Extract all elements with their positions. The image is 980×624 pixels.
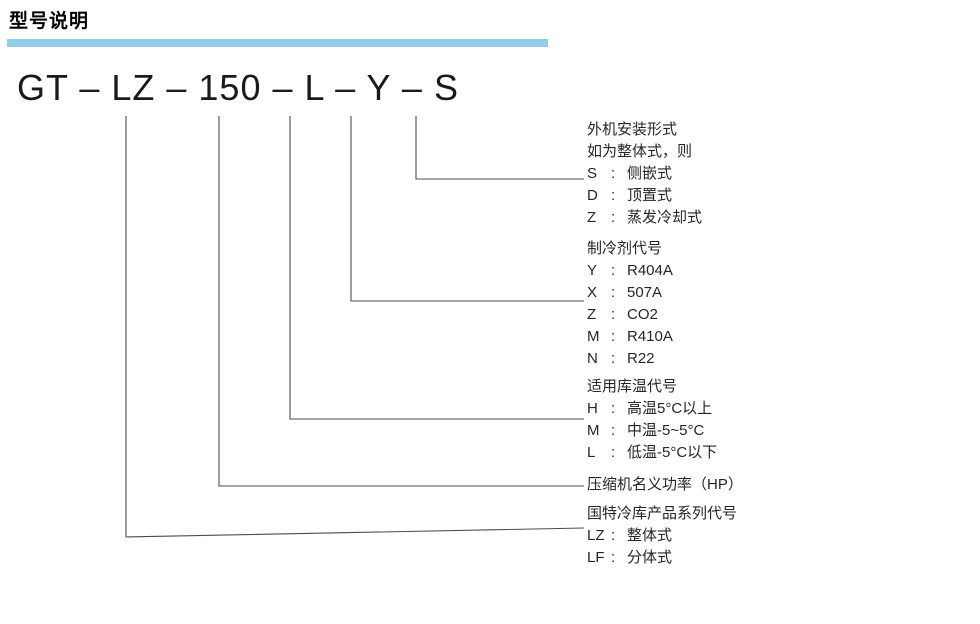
legend-item: M: R410A xyxy=(587,326,673,348)
legend-item: Z: CO2 xyxy=(587,304,673,326)
connector-line-lz xyxy=(125,116,585,538)
title-underline-bar xyxy=(7,39,548,47)
item-separator: : xyxy=(611,284,616,301)
item-label: R404A xyxy=(627,262,673,279)
item-code: X xyxy=(587,284,598,301)
legend-item: Y: R404A xyxy=(587,260,673,282)
page-title: 型号说明 xyxy=(9,11,90,32)
item-code: LF xyxy=(587,549,605,566)
item-code: D xyxy=(587,187,598,204)
legend-item: S: 侧嵌式 xyxy=(587,163,702,185)
item-code: H xyxy=(587,400,598,417)
connector-line-s xyxy=(415,116,584,180)
item-separator: : xyxy=(611,422,616,439)
model-code: GT – LZ – 150 – L – Y – S xyxy=(17,67,459,108)
item-code: Y xyxy=(587,262,598,279)
legend-heading: 适用库温代号 xyxy=(587,378,678,395)
item-separator: : xyxy=(611,328,616,345)
item-separator: : xyxy=(611,262,616,279)
item-label: 侧嵌式 xyxy=(627,165,673,182)
legend-item: LZ: 整体式 xyxy=(587,525,737,547)
legend-heading: 压缩机名义功率（HP） xyxy=(587,476,743,493)
legend-heading: 外机安装形式 xyxy=(587,121,678,138)
item-separator: : xyxy=(611,350,616,367)
legend-item: L: 低温-5°C以下 xyxy=(587,442,717,464)
legend-heading: 国特冷库产品系列代号 xyxy=(587,505,738,522)
item-label: 蒸发冷却式 xyxy=(627,209,703,226)
item-code: S xyxy=(587,165,598,182)
item-label: 低温-5°C以下 xyxy=(627,444,718,461)
legend-block-product-series-code: 国特冷库产品系列代号 LZ: 整体式 LF: 分体式 xyxy=(587,503,737,569)
legend-block-install-type: 外机安装形式如为整体式，则 S: 侧嵌式 D: 顶置式 Z: 蒸发冷却式 xyxy=(587,119,702,229)
item-label: 高温5°C以上 xyxy=(627,400,713,417)
legend-block-storage-temperature-code: 适用库温代号 H: 高温5°C以上 M: 中温-5~5°C L: 低温-5°C以下 xyxy=(587,376,717,464)
item-separator: : xyxy=(611,400,616,417)
item-separator: : xyxy=(611,209,616,226)
item-separator: : xyxy=(611,165,616,182)
item-separator: : xyxy=(611,527,616,544)
legend-item: H: 高温5°C以上 xyxy=(587,398,717,420)
legend-item: M: 中温-5~5°C xyxy=(587,420,717,442)
item-separator: : xyxy=(611,187,616,204)
item-separator: : xyxy=(611,549,616,566)
item-separator: : xyxy=(611,444,616,461)
legend-item: Z: 蒸发冷却式 xyxy=(587,207,702,229)
connector-line-150 xyxy=(218,116,584,487)
item-label: R22 xyxy=(627,350,655,367)
legend-block-compressor-power: 压缩机名义功率（HP） xyxy=(587,474,743,496)
item-code: M xyxy=(587,328,600,345)
item-label: 中温-5~5°C xyxy=(627,422,705,439)
item-label: 整体式 xyxy=(627,527,673,544)
item-code: Z xyxy=(587,209,597,226)
item-label: CO2 xyxy=(627,306,658,323)
legend-item: D: 顶置式 xyxy=(587,185,702,207)
legend-heading: 制冷剂代号 xyxy=(587,240,663,257)
item-label: 分体式 xyxy=(627,549,673,566)
item-label: 507A xyxy=(627,284,663,301)
item-label: 顶置式 xyxy=(627,187,673,204)
item-code: LZ xyxy=(587,527,605,544)
legend-item: N: R22 xyxy=(587,348,673,370)
item-label: R410A xyxy=(627,328,673,345)
item-separator: : xyxy=(611,306,616,323)
connector-line-y xyxy=(350,116,584,302)
item-code: Z xyxy=(587,306,597,323)
item-code: N xyxy=(587,350,598,367)
legend-heading: 如为整体式，则 xyxy=(587,143,693,160)
legend-item: LF: 分体式 xyxy=(587,547,737,569)
legend-item: X:507A xyxy=(587,282,673,304)
connector-line-l xyxy=(289,116,584,420)
item-code: M xyxy=(587,422,600,439)
item-code: L xyxy=(587,444,596,461)
